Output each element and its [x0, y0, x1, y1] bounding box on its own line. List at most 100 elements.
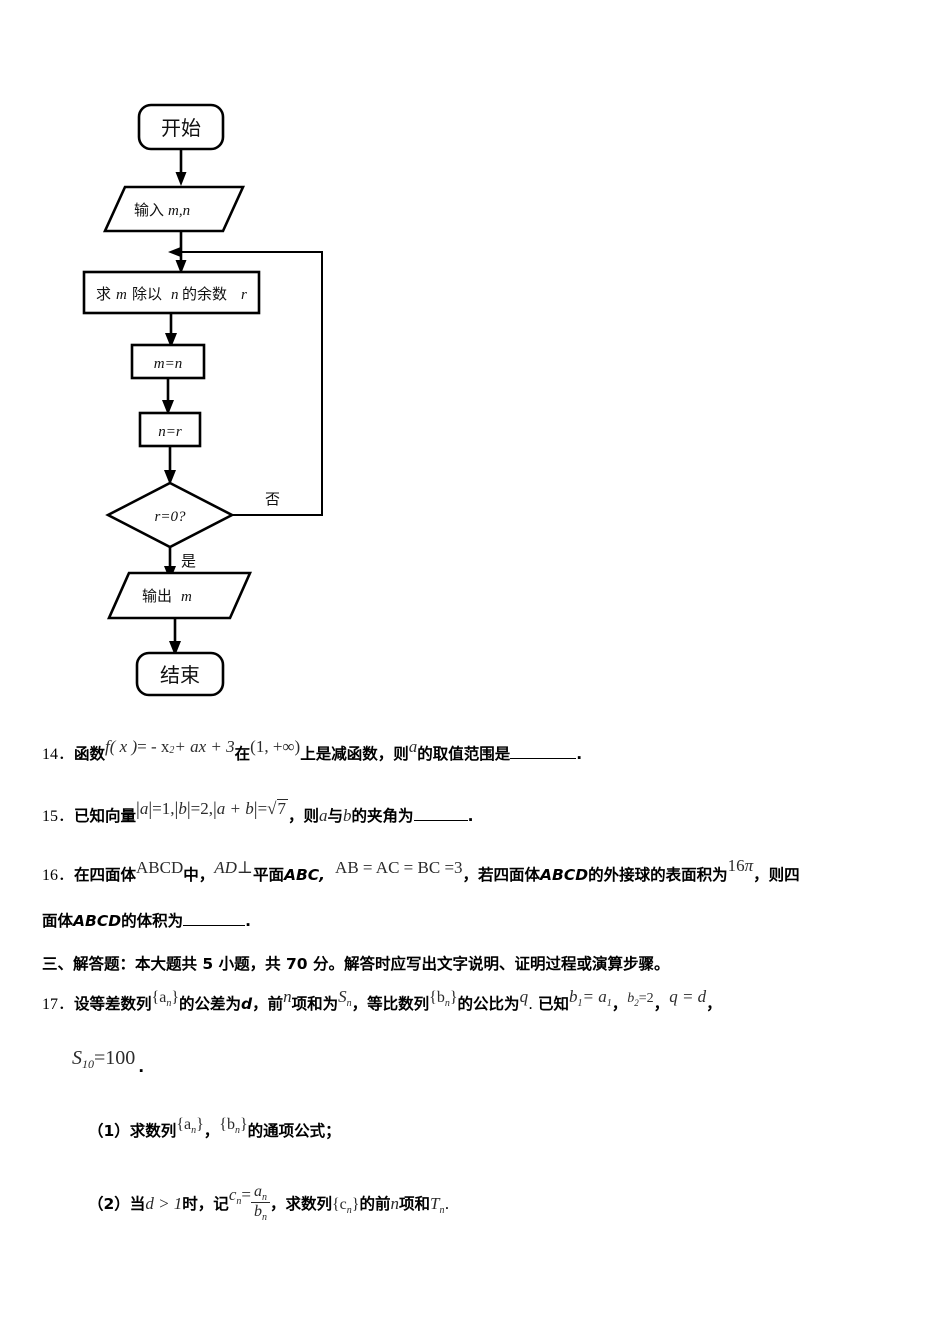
flowchart-node-assign-n: n=r: [138, 411, 202, 448]
flowchart-edge-mod-assignm: [165, 313, 177, 348]
flowchart-node-assign-m-label: m=n: [154, 356, 182, 372]
question-14-answer-blank[interactable]: [510, 746, 577, 759]
question-15-bar-open-3: |: [212, 799, 217, 820]
question-14-tail: 的取值范围是: [417, 745, 511, 763]
flowchart-node-input-label: 输入: [134, 201, 164, 219]
question-17-lead: 设等差数列: [74, 995, 152, 1013]
question-17-dot-sep: .: [528, 995, 533, 1013]
flowchart-node-mod-label: 求: [96, 285, 111, 303]
question-16-tetrahedron-2: ABCD: [540, 866, 589, 884]
question-15-tail: 的夹角为: [351, 807, 414, 825]
question-15-lead: 已知向量: [74, 807, 137, 825]
question-17-sub2-c-sub: n: [236, 1195, 242, 1207]
question-17-seq-a-sub: n: [166, 998, 172, 1009]
question-15-bar-open-1: |: [136, 799, 140, 820]
question-17-sub2-var-T-sub: n: [439, 1204, 445, 1216]
question-17-sub1-seq-b-sub: n: [234, 1125, 240, 1136]
flowchart-node-end-label: 结束: [160, 663, 200, 687]
flowchart-edge-label-no: 否: [265, 490, 280, 508]
question-15-period: .: [467, 807, 474, 825]
flowchart-node-mod-var-r: r: [241, 287, 247, 303]
question-16-line2-tail: 的体积为: [121, 912, 184, 930]
question-17-number: 17: [42, 996, 58, 1013]
question-16-in: 中，: [183, 866, 215, 884]
question-15-bar-open-2: |: [174, 799, 179, 820]
question-17-sub2-mid3: 项和: [398, 1194, 430, 1213]
question-17-var-S: S: [338, 987, 347, 1006]
question-16-plane: 平面: [252, 866, 284, 884]
question-17-mid3: 项和为: [291, 995, 339, 1013]
question-17-line-1: 17．设等差数列{an}的公差为d，前n项和为Sn，等比数列{bn}的公比为q.…: [42, 988, 722, 1013]
question-17-b2: b: [627, 991, 635, 1006]
question-15: 15．已知向量|a|=1,|b|=2,|a + b|=√7，则a与b的夹角为.: [42, 799, 474, 825]
question-16-abc: ABC,: [283, 866, 326, 884]
question-17-S10-eq: =100: [94, 1047, 136, 1069]
question-17-sub2-frac-den-var: b: [253, 1202, 262, 1220]
flowchart-node-input-vars: m,n: [168, 203, 190, 219]
question-16-line-1: 16．在四面体ABCD中，AD⊥平面ABC,AB = AC = BC =3，若四…: [42, 857, 800, 884]
question-17-sub2-condition: d > 1: [145, 1193, 183, 1213]
question-17-b1-eq: = a: [582, 987, 607, 1006]
question-17-mid2: ，前: [252, 995, 284, 1013]
flowchart-edge-assignn-decision: [164, 446, 176, 485]
flowchart-node-decision: r=0?: [105, 481, 235, 549]
question-17-comma-3: ，: [706, 995, 722, 1013]
question-14-formula-exponent: 2: [169, 745, 175, 756]
flowchart-node-output-var: m: [181, 589, 192, 605]
question-14-lead: 函数: [74, 745, 106, 763]
flowchart-node-start: 开始: [137, 103, 225, 151]
question-17-seq-b-open: {b: [429, 989, 445, 1006]
question-17-q-eq: q = d: [669, 987, 707, 1006]
flowchart-node-mod: 求 m 除以 n 的余数 r: [82, 270, 261, 315]
flowchart-node-assign-m: m=n: [130, 343, 206, 380]
question-17-sub2-frac-num-sub: n: [261, 1192, 267, 1203]
flowchart-diagram: 开始 输入 m,n 求 m 除以 n 的余数 r m=n: [82, 103, 323, 697]
question-17-seq-b-sub: n: [444, 998, 450, 1009]
question-17-sub2-frac-den: bn: [251, 1202, 270, 1223]
question-14-period: .: [576, 745, 583, 763]
flowchart-node-output: 输出 m: [106, 571, 253, 620]
question-16-area-number: 16: [727, 856, 745, 875]
question-17-sub2-when: 时，记: [182, 1194, 229, 1213]
question-17-sub-1: （1）求数列{an}，{bn}的通项公式；: [88, 1117, 341, 1140]
question-16-line2-lead: 面体: [42, 912, 74, 930]
question-15-answer-blank[interactable]: [413, 808, 468, 821]
question-17-sub1-lead: 求数列: [129, 1122, 177, 1140]
question-17-sub2-frac-num: an: [250, 1183, 270, 1203]
question-17-sub2-set-c-open: {c: [331, 1195, 347, 1213]
question-16-number: 16: [42, 867, 58, 884]
question-17-sub2-set-c-close: }: [351, 1195, 360, 1213]
question-17-var-d: d: [241, 995, 253, 1013]
question-16-line-2: 面体ABCD的体积为.: [42, 913, 251, 930]
question-17-mid1: 的公差为: [179, 995, 242, 1013]
flowchart-edge-output-end: [169, 618, 181, 656]
question-15-with: 与: [327, 807, 344, 825]
question-15-dot: ．: [58, 808, 75, 825]
question-15-mid: ，则: [288, 807, 320, 825]
question-15-eq2: =2,: [190, 799, 213, 818]
question-15-number: 15: [42, 808, 58, 825]
flowchart-node-start-label: 开始: [161, 116, 201, 140]
question-15-bar-close-3: |: [253, 799, 258, 820]
flowchart-edge-label-yes: 是: [181, 552, 196, 570]
question-17-b1-sub: 1: [577, 998, 583, 1009]
question-16-lead: 在四面体: [74, 866, 137, 884]
question-15-bar-close-1: |: [148, 799, 153, 820]
question-17-var-S-sub: n: [346, 998, 352, 1009]
question-14-formula-eq: = - x: [137, 737, 170, 756]
question-14-formula-arg: ( x ): [109, 737, 138, 756]
flowchart-node-mod-var-n: n: [171, 287, 179, 303]
question-17-sub2-mid2: 的前: [359, 1194, 391, 1213]
flowchart-node-mod-var-m: m: [116, 287, 127, 303]
question-17-sub2-mid: 求数列: [285, 1194, 332, 1213]
question-15-vec-sum: a + b: [216, 799, 254, 818]
question-17-b2-eq: =2: [638, 991, 654, 1006]
question-17-sub1-seq-a-close: }: [196, 1116, 204, 1133]
flowchart-node-end: 结束: [135, 651, 225, 697]
flowchart-node-assign-n-label: n=r: [158, 424, 182, 440]
question-16-period: .: [245, 912, 251, 930]
question-17-seq-a-close: }: [171, 989, 179, 1006]
question-16-answer-blank[interactable]: [183, 913, 246, 926]
